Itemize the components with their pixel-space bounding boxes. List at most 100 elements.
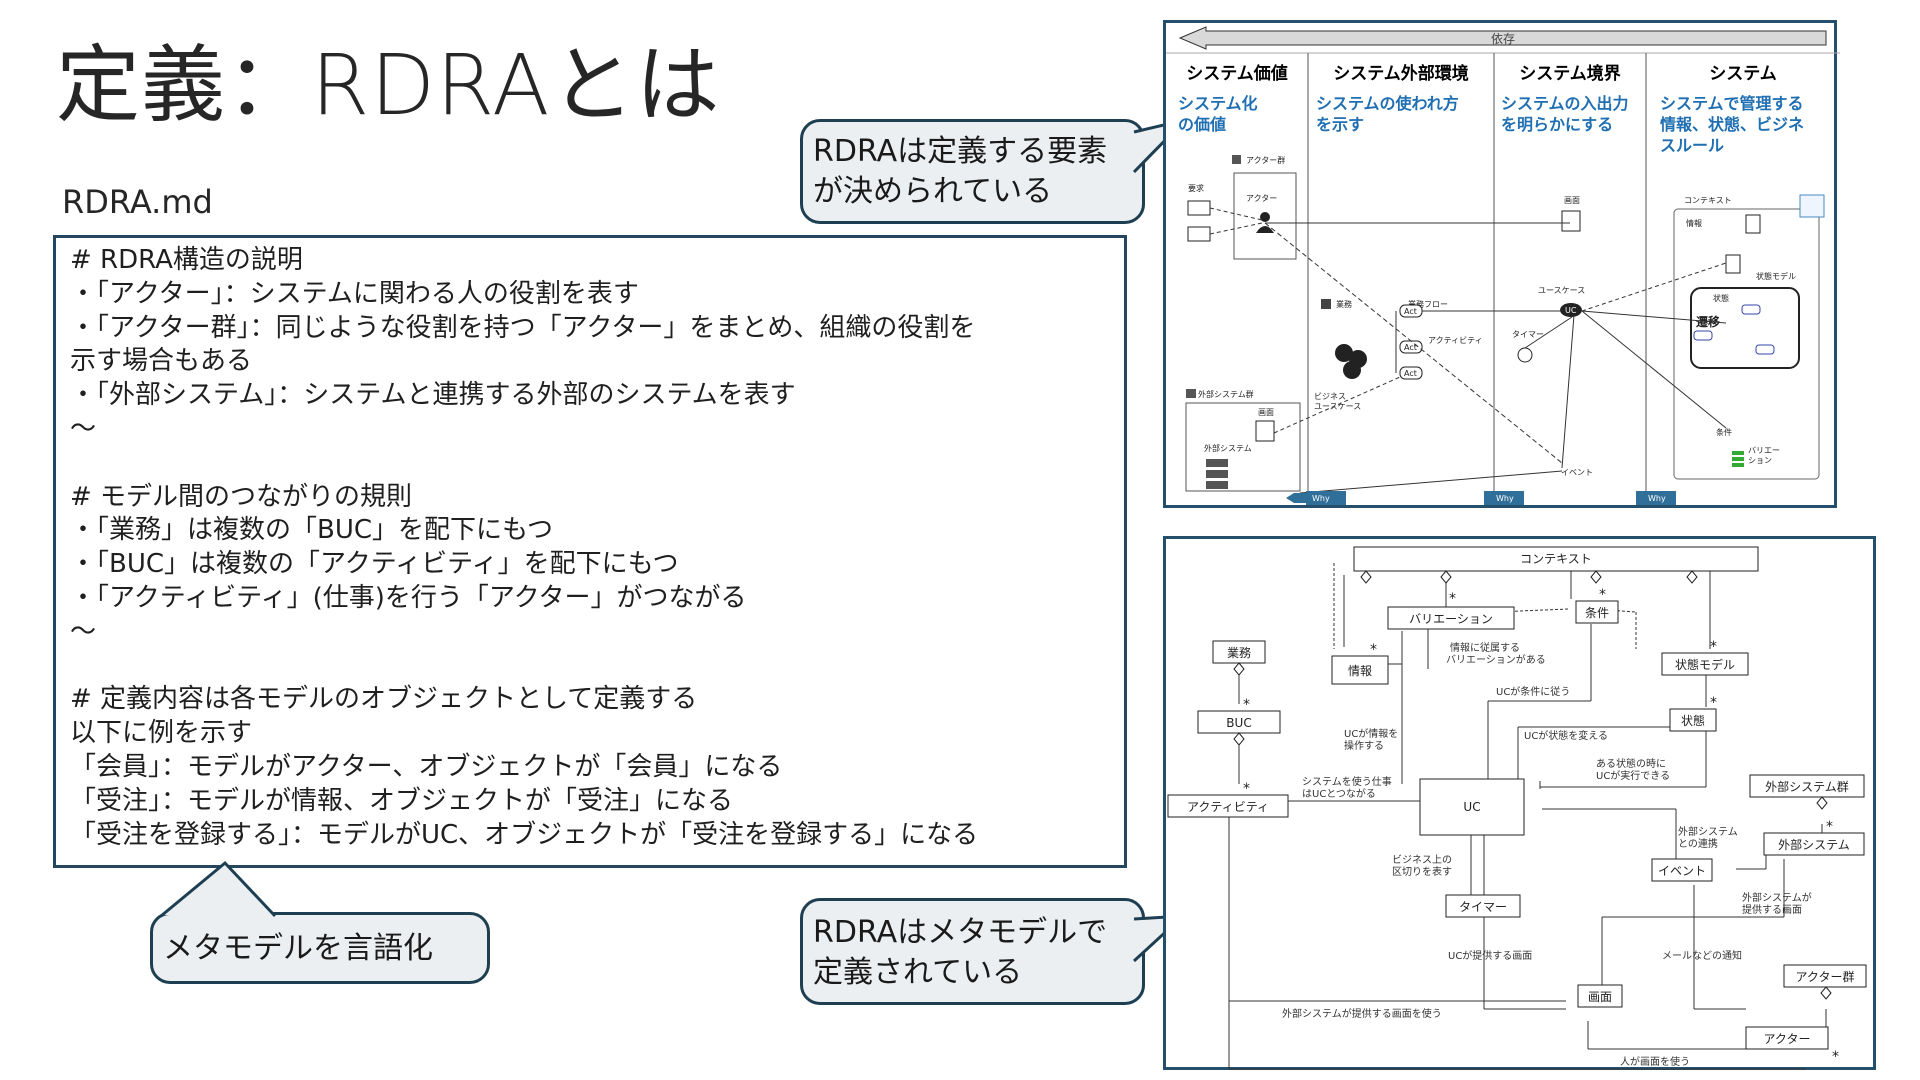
why-label: Why bbox=[1648, 494, 1666, 503]
variation-label: バリエー bbox=[1748, 446, 1780, 455]
markdown-line: 「受注を登録する」：モデルがUC、オブジェクトが「受注を登録する」になる bbox=[70, 819, 979, 850]
node-ext-system-group-label: 外部システム群 bbox=[1765, 779, 1849, 794]
business-usecase-label: ユースケース bbox=[1314, 402, 1361, 411]
markdown-line: ～ bbox=[70, 616, 97, 647]
actor-icon bbox=[1260, 212, 1270, 222]
callout-metamodel-defined: RDRAはメタモデルで 定義されている bbox=[800, 898, 1188, 1005]
markdown-line bbox=[70, 447, 1124, 481]
state-model-box bbox=[1690, 287, 1800, 369]
why-tab bbox=[1484, 491, 1524, 505]
uc-node: UC bbox=[1565, 306, 1577, 315]
markdown-line: 以下に例を示す bbox=[70, 718, 253, 749]
ext-system-icon bbox=[1206, 481, 1228, 489]
usecase-label: ユースケース bbox=[1538, 286, 1585, 295]
node-ext-system-group bbox=[1749, 774, 1865, 798]
aggregation-diamond bbox=[1590, 570, 1602, 584]
aggregation-diamond bbox=[1233, 662, 1245, 676]
edge-label: ビジネス上の bbox=[1392, 854, 1452, 866]
edge-label: UCが提供する画面 bbox=[1448, 949, 1532, 962]
multiplicity: * bbox=[1370, 642, 1377, 658]
aggregation-diamond bbox=[1686, 570, 1698, 584]
ext-system-group-box bbox=[1185, 402, 1301, 492]
column-desc: スルール bbox=[1660, 136, 1724, 155]
node-context-label: コンテキスト bbox=[1520, 552, 1592, 566]
node-screen bbox=[1577, 984, 1623, 1008]
markdown-line bbox=[70, 650, 1124, 684]
act-node: Act bbox=[1404, 343, 1417, 352]
why-tab bbox=[1636, 491, 1676, 505]
column-header: システム境界 bbox=[1519, 63, 1621, 84]
node-activity bbox=[1167, 794, 1289, 818]
context-label: コンテキスト bbox=[1684, 196, 1732, 205]
edge-label: システムを使う仕事 bbox=[1302, 775, 1392, 788]
callout-pointer bbox=[160, 860, 277, 918]
column-desc: の価値 bbox=[1178, 115, 1226, 134]
multiplicity: * bbox=[1826, 819, 1833, 835]
state-node bbox=[1693, 330, 1713, 341]
callout-verbalize: メタモデルを言語化 bbox=[150, 860, 490, 984]
callout-elements-line-2: が決められている bbox=[813, 174, 1053, 209]
actor-group-icon bbox=[1232, 155, 1241, 164]
edge-label: UCが情報を bbox=[1344, 727, 1398, 740]
aggregation-diamond bbox=[1816, 796, 1828, 810]
edge-label: 外部システムが提供する画面を使う bbox=[1282, 1007, 1442, 1020]
requirement-icon bbox=[1187, 200, 1211, 216]
node-ext-system-label: 外部システム bbox=[1778, 837, 1850, 852]
business-label: 業務 bbox=[1336, 299, 1352, 309]
node-timer bbox=[1445, 894, 1521, 918]
multiplicity: * bbox=[1599, 587, 1606, 603]
callout-metamodel-line-2: 定義されている bbox=[813, 955, 1023, 990]
why-tab bbox=[1306, 491, 1346, 505]
node-uc-label: UC bbox=[1463, 800, 1480, 814]
aggregation-diamond bbox=[1440, 570, 1452, 584]
node-state-label: 状態 bbox=[1681, 713, 1705, 728]
node-condition bbox=[1575, 600, 1619, 624]
context-box bbox=[1673, 208, 1820, 480]
screen-label: 画面 bbox=[1564, 196, 1580, 205]
ext-system-group-icon bbox=[1186, 389, 1196, 398]
activity-label: アクティビティ bbox=[1428, 336, 1483, 345]
edge-label: ある状態の時に bbox=[1596, 757, 1666, 770]
multiplicity: * bbox=[1710, 695, 1717, 711]
node-info bbox=[1331, 655, 1389, 685]
node-ext-system bbox=[1763, 832, 1865, 856]
multiplicity: * bbox=[1243, 697, 1250, 713]
buc-icon bbox=[1343, 361, 1361, 379]
multiplicity: * bbox=[1243, 781, 1250, 797]
node-event bbox=[1651, 858, 1713, 882]
uc-icon bbox=[1560, 303, 1582, 317]
state-node bbox=[1741, 304, 1761, 315]
timer-icon bbox=[1517, 347, 1533, 363]
ext-screen-icon bbox=[1255, 420, 1275, 442]
markdown-line: 「会員」：モデルがアクター、オブジェクトが「会員」になる bbox=[70, 751, 783, 782]
node-state-model bbox=[1661, 652, 1749, 676]
slide-title: 定義：RDRAとは bbox=[56, 36, 721, 134]
markdown-line: 「受注」：モデルが情報、オブジェクトが「受注」になる bbox=[70, 785, 734, 816]
column-header: システム価値 bbox=[1186, 63, 1288, 84]
node-condition-label: 条件 bbox=[1585, 606, 1609, 620]
column-desc: を示す bbox=[1316, 115, 1364, 134]
markdown-text-box: # RDRA構造の説明・「アクター」：システムに関わる人の役割を表す・「アクター… bbox=[53, 235, 1127, 868]
node-state bbox=[1669, 708, 1717, 732]
state-model-label: 状態モデル bbox=[1756, 271, 1796, 281]
info-icon bbox=[1745, 214, 1761, 234]
edge-label: メールなどの通知 bbox=[1662, 949, 1742, 962]
context-icon bbox=[1799, 194, 1825, 218]
info-icon bbox=[1725, 254, 1741, 274]
act-node: Act bbox=[1404, 307, 1417, 316]
multiplicity: * bbox=[1449, 591, 1456, 607]
node-activity-label: アクティビティ bbox=[1187, 800, 1269, 814]
business-usecase-label: ビジネス bbox=[1314, 392, 1346, 401]
markdown-line: ・「アクター群」：同じような役割を持つ「アクター」をまとめ、組織の役割を bbox=[70, 312, 976, 343]
file-name-label: RDRA.md bbox=[62, 183, 213, 221]
state-label: 状態 bbox=[1713, 293, 1729, 303]
markdown-line: # RDRA構造の説明 bbox=[70, 245, 303, 275]
markdown-line: ・「アクター」：システムに関わる人の役割を表す bbox=[70, 278, 639, 309]
markdown-line: ・「外部システム」：システムと連携する外部のシステムを表す bbox=[70, 380, 796, 411]
actor-group-box bbox=[1233, 172, 1297, 260]
rdra-overview-svg: 依存 システム価値 システム外部環境 システム境界 システム システム化 の価値… bbox=[1166, 26, 1840, 505]
node-business-label: 業務 bbox=[1227, 646, 1251, 660]
aggregation-diamond bbox=[1360, 570, 1372, 584]
why-label: Why bbox=[1496, 494, 1514, 503]
edge-label: 外部システム bbox=[1678, 825, 1738, 838]
